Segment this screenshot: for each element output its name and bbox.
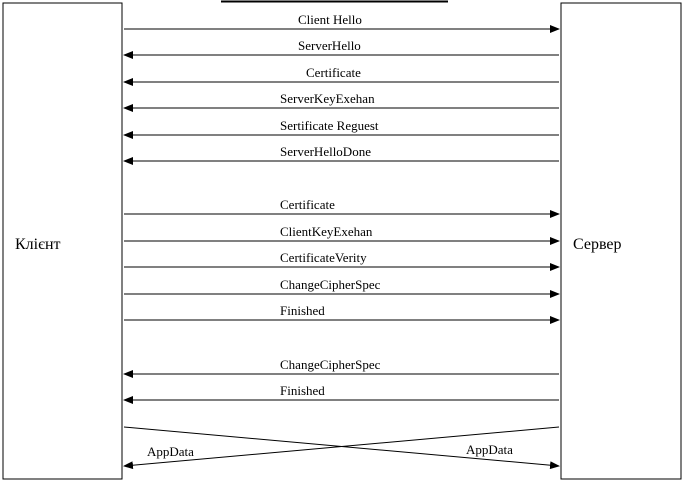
message-label-12: ChangeCipherSpec [280, 357, 381, 372]
appdata-exchange: AppData AppData [123, 426, 560, 470]
message-label-2: ServerHello [298, 38, 361, 53]
message-label-3: Certificate [306, 65, 361, 80]
message-label-4: ServerKeyExehan [280, 91, 375, 106]
client-box [2, 2, 123, 480]
appdata-to-server-label: AppData [466, 442, 513, 457]
message-arrows: Client HelloServerHelloCertificateServer… [123, 12, 560, 404]
message-label-13: Finished [280, 383, 325, 398]
message-label-5: Sertificate Reguest [280, 118, 379, 133]
server-label: Сервер [573, 236, 622, 253]
client-label: Клієнт [15, 236, 61, 253]
message-label-1: Client Hello [298, 12, 362, 27]
message-label-10: ChangeCipherSpec [280, 277, 381, 292]
message-label-11: Finished [280, 303, 325, 318]
message-label-8: ClientKeyExehan [280, 224, 373, 239]
appdata-to-server-arrow [123, 426, 560, 470]
appdata-to-client-label: AppData [147, 444, 194, 459]
server-box [560, 2, 682, 480]
message-label-6: ServerHelloDone [280, 144, 371, 159]
message-label-7: Certificate [280, 197, 335, 212]
message-label-9: CertificateVerity [280, 250, 367, 265]
